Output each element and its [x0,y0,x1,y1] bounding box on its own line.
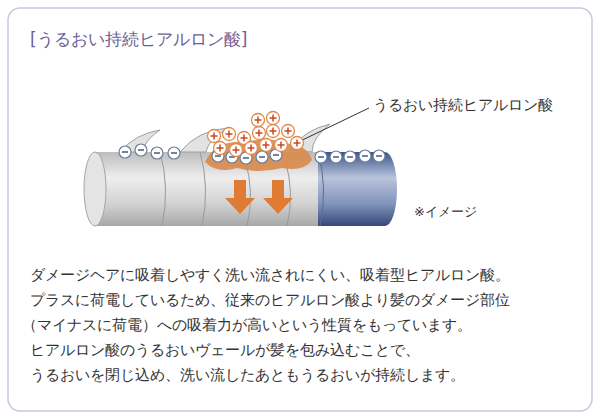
minus-charge [359,150,371,162]
body-text: うるおいを閉じ込め、洗い流したあともうるおいが持続します。 [30,366,465,385]
minus-sign [171,152,177,154]
hair-healthy-part [318,152,397,226]
minus-charge [256,151,268,163]
plus-sign [263,142,270,149]
plus-charge [230,144,243,157]
plus-charge [282,125,295,138]
minus-sign [376,155,382,157]
plus-sign [255,117,262,124]
body-text: （マイナスに荷電）への吸着力が高いという性質をもっています。 [22,316,472,335]
body-text: ヒアルロン酸のうるおいヴェールが髪を包み込むことで、 [30,341,420,360]
body-text: プラスに荷電しているため、従来のヒアルロン酸より髪のダメージ部位 [30,291,510,310]
note: ※イメージ [414,203,477,221]
plus-charge [260,139,273,152]
plus-sign [248,145,255,152]
plus-charge [223,128,236,141]
minus-charge [330,151,342,163]
minus-sign [273,154,279,156]
plus-sign [294,140,301,147]
minus-sign [362,155,368,157]
minus-sign [259,156,265,158]
plus-sign [226,131,233,138]
plus-sign [285,128,292,135]
plus-sign [217,145,224,152]
minus-charge [344,151,356,163]
minus-sign [318,156,324,158]
plus-sign [233,147,240,154]
plus-sign [211,133,218,140]
minus-charge [119,146,131,158]
minus-sign [215,155,221,157]
plus-charge [253,127,266,140]
plus-charge [275,139,288,152]
plus-sign [256,130,263,137]
minus-sign [333,156,339,158]
plus-charge [252,114,265,127]
hair-end [84,152,106,226]
plus-sign [278,142,285,149]
minus-charge [315,151,327,163]
plus-charge [214,142,227,155]
minus-charge [168,147,180,159]
plus-sign [241,135,248,142]
body-text: ダメージヘアに吸着しやすく洗い流されにくい、吸着型ヒアルロン酸。 [30,266,510,285]
minus-sign [243,157,249,159]
plus-charge [208,130,221,143]
minus-sign [347,156,353,158]
adsorb-arrows [225,180,293,214]
minus-sign [154,152,160,154]
leader-line [292,108,369,145]
plus-charge [291,137,304,150]
minus-sign [138,149,144,151]
frame [8,8,592,411]
plus-sign [270,115,277,122]
plus-sign [270,128,277,135]
callout-label: うるおい持続ヒアルロン酸 [373,96,553,115]
minus-sign [122,151,128,153]
minus-charge [151,147,163,159]
minus-charge [373,150,385,162]
plus-charge [267,112,280,125]
plus-charge [267,125,280,138]
plus-charge [245,142,258,155]
minus-charge [135,144,147,156]
title: [うるおい持続ヒアルロン酸] [30,28,247,51]
